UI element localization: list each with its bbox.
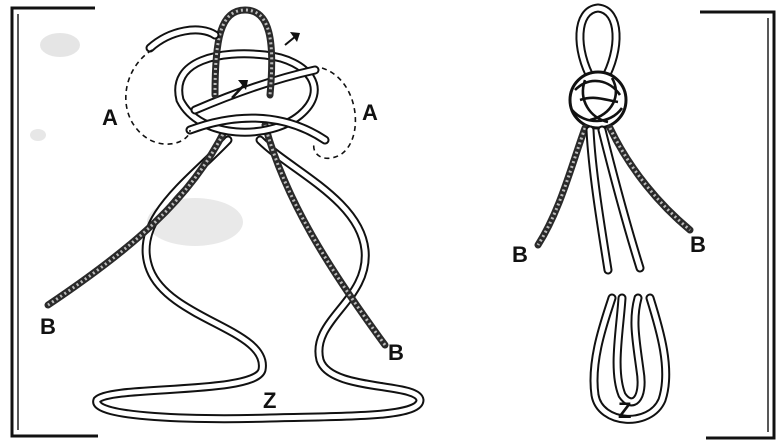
left-panel-frame xyxy=(12,8,98,436)
label-a-left: A xyxy=(102,105,118,130)
label-b-right-panel-left: B xyxy=(512,242,528,267)
right-knot-finished xyxy=(538,8,690,419)
label-z-left: Z xyxy=(263,388,276,413)
label-z-right: Z xyxy=(618,398,631,423)
label-a-right: A xyxy=(362,100,378,125)
label-b-left: B xyxy=(40,314,56,339)
label-b-right-panel-right: B xyxy=(690,232,706,257)
right-panel-frame xyxy=(700,12,774,438)
label-b-right: B xyxy=(388,340,404,365)
